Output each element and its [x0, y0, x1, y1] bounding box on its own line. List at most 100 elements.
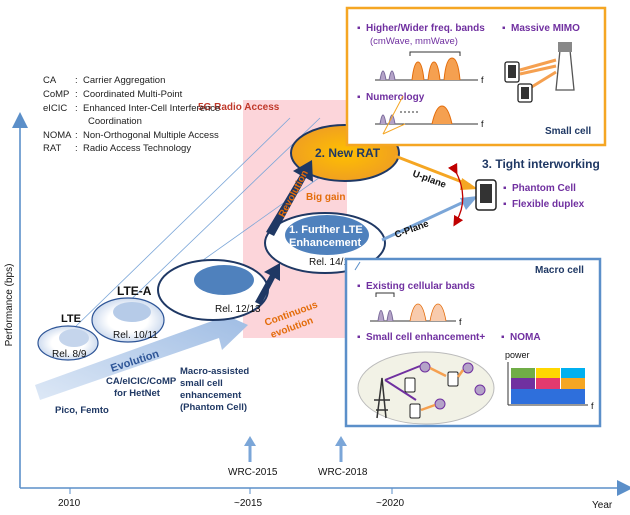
abbr-key-5: NOMA — [43, 130, 72, 141]
noma-block-4 — [511, 368, 535, 378]
evolution-arrow — [35, 309, 248, 400]
macro-legacy-band-icon — [377, 310, 394, 322]
connector-2 — [382, 123, 406, 135]
macro-assisted-1: Macro-assisted — [180, 366, 249, 377]
macro-cell-title: Macro cell — [535, 265, 584, 276]
connector-1 — [382, 95, 404, 135]
bullet-marker: ▪ — [357, 92, 361, 103]
abbr-text-1: Carrier Aggregation — [83, 75, 165, 86]
macro-bands-title: Existing cellular bands — [366, 281, 475, 292]
macro-band-icon — [409, 303, 447, 322]
macro-link-2 — [384, 379, 417, 401]
abbr-colon-2: : — [75, 89, 78, 100]
big-gain-label: Big gain — [306, 192, 345, 203]
noma-block-6 — [561, 368, 585, 378]
power-label: power — [505, 350, 530, 360]
noma-label: NOMA — [510, 332, 541, 343]
abbr-text-2: Coordinated Multi-Point — [83, 89, 183, 100]
abbr-colon-3: : — [75, 103, 78, 114]
abbr-text-3b: Coordination — [88, 116, 142, 127]
mimo-antenna-icon — [558, 42, 572, 52]
tick-label-2010: 2010 — [58, 498, 81, 509]
abbr-key-3: eICIC — [43, 103, 67, 114]
abbr-text-5: Non-Orthogonal Multiple Access — [83, 130, 219, 141]
hetnet-label-1: CA/eICIC/CoMP — [106, 376, 177, 387]
abbr-colon-1: : — [75, 75, 78, 86]
lte-name: LTE — [61, 313, 81, 325]
macro-assisted-4: (Phantom Cell) — [180, 402, 247, 413]
small-cell-node-4-icon — [434, 398, 446, 410]
connector-3 — [354, 261, 361, 271]
lte-core — [59, 329, 89, 347]
access-link-2 — [456, 369, 465, 378]
abbr-colon-6: : — [75, 143, 78, 154]
bandwidth-brace — [409, 51, 461, 56]
device-2-icon — [447, 371, 459, 387]
macro-assisted-3: enhancement — [180, 390, 242, 401]
small-cell-enhancement-label: Small cell enhancement+ — [366, 332, 485, 343]
wrc-2015-arrowhead — [244, 436, 256, 446]
abbr-key-6: RAT — [43, 143, 61, 154]
abbr-text-6: Radio Access Technology — [83, 143, 191, 154]
macro-f-label-1: f — [459, 317, 462, 327]
small-cell-node-2-icon — [462, 362, 474, 374]
y-axis-label: Performance (bps) — [4, 264, 15, 347]
abbr-text-3: Enhanced Inter-Cell Interference — [83, 103, 220, 114]
numerology-band-wide-icon — [431, 105, 453, 125]
fan-line-1 — [71, 117, 291, 331]
wrc-2018-arrowhead — [335, 436, 347, 446]
macro-bandwidth-brace — [375, 292, 395, 297]
small-cell-f-label-1: f — [481, 75, 484, 85]
rel12-release: Rel. 12/13 — [215, 304, 261, 315]
mimo-phone-screen-icon — [508, 65, 516, 78]
small-cell-f-label-2: f — [481, 119, 484, 129]
bullet-marker: ▪ — [502, 23, 506, 34]
massive-mimo-label: Massive MIMO — [511, 23, 580, 34]
tick-label-2015: ~2015 — [234, 498, 263, 509]
c-plane-head — [460, 196, 478, 210]
mimo-beam-3 — [529, 70, 557, 90]
abbr-colon-5: : — [75, 130, 78, 141]
mimo-phone2-screen-icon — [521, 87, 529, 99]
abbr-key-2: CoMP — [43, 89, 69, 100]
further-lte-core — [285, 215, 369, 255]
revolution-arrow — [266, 160, 313, 236]
new-rat-name: 2. New RAT — [315, 146, 381, 160]
lte-release: Rel. 8/9 — [52, 349, 87, 360]
lte-a-release: Rel. 10/11 — [113, 330, 158, 341]
bullet-marker: ▪ — [357, 23, 361, 34]
mimo-beam-2 — [519, 64, 557, 76]
tick-label-2020: ~2020 — [376, 498, 405, 509]
u-plane-head — [460, 178, 478, 190]
bullet-marker: ▪ — [503, 183, 507, 194]
numerology-label: Numerology — [366, 92, 425, 103]
device-3-icon — [409, 403, 421, 419]
wrc-2018-label: WRC-2018 — [318, 467, 368, 478]
further-lte-line1: 1. Further LTE — [289, 224, 363, 236]
mimo-beam-1 — [519, 58, 557, 72]
lte-a-core — [113, 302, 151, 322]
wide-band-icon — [411, 57, 461, 81]
abbr-key-1: CA — [43, 75, 57, 86]
further-lte-line2: Enhancement — [289, 237, 361, 249]
macro-link-1 — [384, 365, 421, 381]
macro-f-label-2: f — [591, 401, 594, 411]
noma-block-2 — [536, 378, 560, 389]
macro-coverage-icon — [357, 351, 495, 425]
wrc-2015-label: WRC-2015 — [228, 467, 278, 478]
interworking-feature-2: Flexible duplex — [512, 199, 585, 210]
bullet-marker: ▪ — [501, 332, 505, 343]
u-plane-label: U-plane — [411, 168, 448, 190]
c-plane-label: C-Plane — [393, 218, 430, 240]
further-lte-release: Rel. 14/15 — [309, 257, 355, 268]
pico-femto-label: Pico, Femto — [55, 405, 109, 416]
noma-layer-bottom — [511, 389, 585, 404]
noma-block-1 — [511, 378, 535, 389]
access-link-3 — [420, 403, 436, 412]
continuous-arrow — [255, 263, 280, 305]
small-cell-bands-title: Higher/Wider freq. bands — [366, 23, 485, 34]
5g-radio-access-label: 5G Radio Access — [198, 102, 280, 113]
rel12-core — [194, 265, 254, 295]
fan-line-2 — [119, 117, 321, 311]
